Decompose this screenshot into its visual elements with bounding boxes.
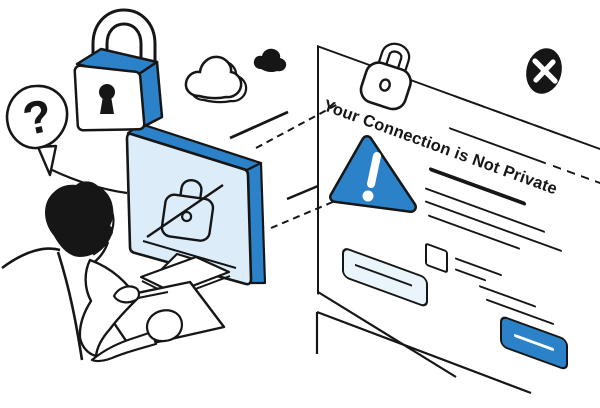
- text-line: [425, 200, 562, 253]
- dashed-line: [553, 164, 600, 187]
- text-line: [454, 94, 485, 109]
- text-line: [455, 257, 502, 277]
- dashed-line: [493, 109, 577, 142]
- question-mark: ?: [18, 89, 56, 146]
- monitor-base: [139, 255, 231, 295]
- keyboard: [97, 280, 226, 350]
- slash: [146, 184, 224, 238]
- hair: [45, 181, 114, 257]
- keyhole: [99, 84, 115, 100]
- person: [1, 181, 115, 361]
- cloud-icon: [184, 55, 248, 104]
- dark-cloud-icon: [253, 48, 287, 73]
- question-bubble: ?: [5, 84, 128, 195]
- text-line: [479, 284, 536, 308]
- text-line: [455, 268, 486, 282]
- monitor: [125, 122, 267, 299]
- close-icon: [526, 48, 562, 94]
- monitor-stand: [157, 252, 215, 279]
- hand: [112, 285, 141, 304]
- arms: [78, 258, 183, 363]
- secondary-button: [342, 246, 428, 309]
- padlock-icon: [73, 8, 164, 132]
- checkbox: [425, 242, 448, 274]
- crossed-lock-icon: [160, 179, 215, 242]
- button-label-line: [514, 333, 554, 351]
- panel-title: Your Connection is Not Private: [320, 96, 560, 199]
- text-line: [425, 187, 545, 234]
- browser-lock-icon: [354, 29, 427, 117]
- hand: [145, 309, 183, 343]
- button-label-line: [355, 263, 412, 287]
- face: [85, 193, 115, 256]
- primary-button: [500, 314, 568, 372]
- browser-error-panel: Your Connection is Not Private: [317, 42, 600, 408]
